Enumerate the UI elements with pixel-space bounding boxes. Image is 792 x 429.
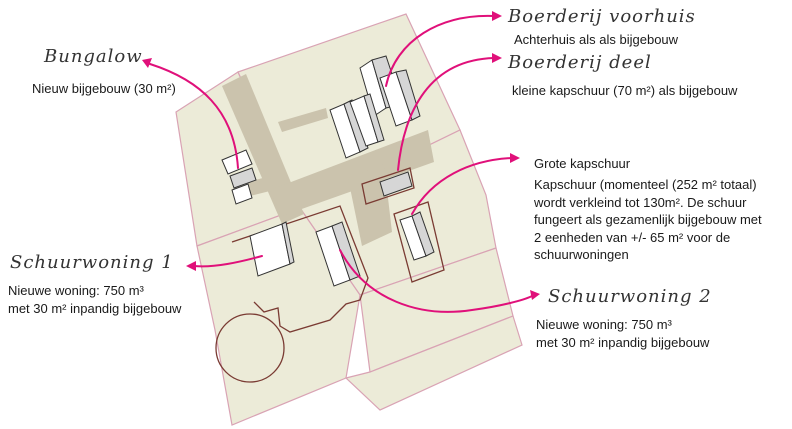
schuur2-desc-line: Nieuwe woning: 750 m³ — [536, 317, 672, 332]
arrow-voorhuis — [385, 14, 495, 87]
outline-garden-circle — [215, 313, 285, 383]
label-deel-title: Boerderij deel — [508, 52, 652, 73]
building-bungalow — [221, 149, 257, 205]
yard-strip — [278, 108, 328, 132]
schuur1-desc-line: Nieuwe woning: 750 m³ — [8, 283, 144, 298]
arrowhead-schuurwoning-2 — [530, 290, 540, 300]
arrow-deel — [397, 57, 495, 171]
parcel-far-bottom-right — [344, 315, 523, 411]
schuur1-desc-line: met 30 m² inpandig bijgebouw — [8, 300, 182, 316]
label-deel-desc: kleine kapschuur (70 m²) als bijgebouw — [512, 83, 738, 98]
building-deel — [329, 93, 385, 159]
arrow-schuurwoning-2 — [339, 249, 533, 313]
outline-deel — [361, 167, 415, 205]
schuur2-desc-line: met 30 m² inpandig bijgebouw — [536, 334, 710, 350]
arrowhead-deel — [492, 53, 502, 63]
yard-cross — [270, 130, 434, 216]
label-kapschuur-desc: Kapschuur (momenteel (252 m² totaal) wor… — [534, 176, 762, 264]
kapschuur-desc-line: fungeert als gezamenlijk bijgebouw met — [534, 212, 762, 227]
plot-outlines — [215, 167, 445, 383]
arrow-schuurwoning-1 — [193, 255, 263, 268]
arrowhead-schuurwoning-1 — [186, 261, 196, 271]
kapschuur-desc-line: Kapschuur (momenteel (252 m² totaal) — [534, 177, 757, 192]
buildings — [221, 55, 435, 287]
label-schuur2-desc: Nieuwe woning: 750 m³ met 30 m² inpandig… — [536, 316, 709, 351]
building-schuurwoning-1 — [249, 221, 295, 277]
kapschuur-desc-line: schuurwoningen — [534, 247, 629, 262]
building-kapschuur — [399, 211, 435, 261]
arrowhead-bungalow — [142, 58, 152, 68]
outline-schuurwoning-1 — [231, 205, 369, 333]
kapschuur-desc-line: wordt verkleind tot 130m². De schuur — [534, 194, 747, 210]
arrows — [149, 14, 533, 313]
building-schuurwoning-2 — [315, 221, 361, 287]
arrowhead-voorhuis — [492, 11, 502, 21]
label-schuur2-title: Schuurwoning 2 — [548, 286, 712, 307]
label-voorhuis-title: Boerderij voorhuis — [508, 6, 696, 27]
arrowheads — [142, 11, 540, 300]
arrowhead-kapschuur — [510, 153, 520, 163]
label-voorhuis-desc: Achterhuis als als bijgebouw — [514, 32, 679, 47]
label-kapschuur-title: Grote kapschuur — [534, 156, 631, 171]
label-bungalow-title: Bungalow — [44, 46, 143, 67]
arrow-bungalow — [149, 63, 239, 169]
label-schuur1-desc: Nieuwe woning: 750 m³ met 30 m² inpandig… — [8, 282, 181, 317]
label-bungalow-desc: Nieuw bijgebouw (30 m²) — [32, 81, 176, 96]
building-small-shed — [379, 171, 413, 197]
arrow-kapschuur — [411, 157, 513, 215]
kapschuur-desc-line: 2 eenheden van +/- 65 m² voor de — [534, 229, 731, 245]
label-schuur1-title: Schuurwoning 1 — [10, 252, 174, 273]
parcels — [175, 13, 523, 426]
